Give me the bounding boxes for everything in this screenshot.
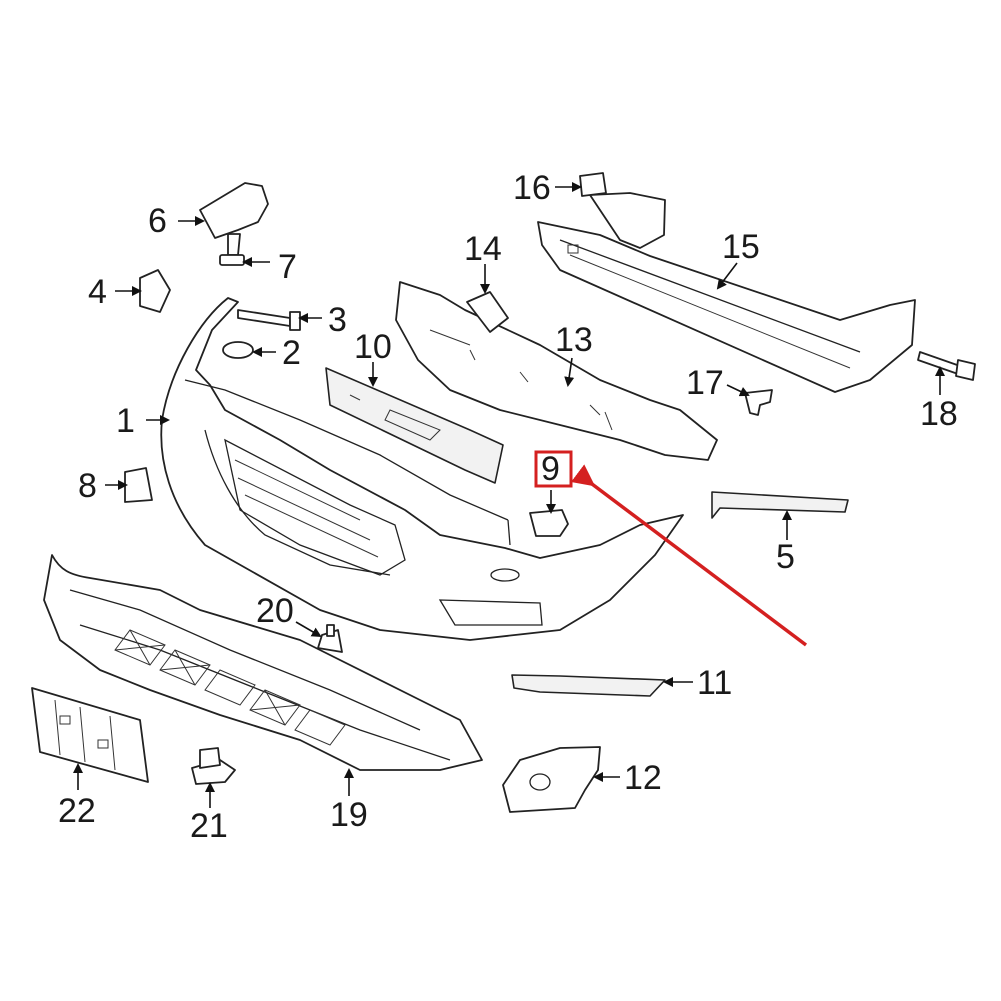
bracket-part-6 <box>199 182 269 239</box>
callout-11: 11 <box>697 664 732 702</box>
callout-9: 9 <box>541 450 560 488</box>
cap-part-16 <box>579 172 607 197</box>
callout-14: 14 <box>464 230 502 268</box>
callout-18: 18 <box>920 395 958 433</box>
molding-part-11 <box>511 674 666 697</box>
clip-part-2 <box>222 341 254 359</box>
callout-2: 2 <box>282 334 301 372</box>
clip-part-17 <box>744 389 773 416</box>
callout-12: 12 <box>624 759 662 797</box>
callout-7: 7 <box>278 248 297 286</box>
callout-21: 21 <box>190 807 228 845</box>
leader-lines <box>73 182 945 808</box>
callout-8: 8 <box>78 467 97 505</box>
callout-3: 3 <box>328 301 347 339</box>
callout-19: 19 <box>330 796 368 834</box>
bolt-part-7 <box>219 233 245 266</box>
callout-labels: 1 2 3 4 5 6 7 8 9 10 11 12 13 14 15 16 1… <box>58 169 958 845</box>
clip-part-8 <box>124 467 153 503</box>
cover-part-9 <box>529 509 569 537</box>
absorber-part-10 <box>325 367 504 484</box>
splash-shield-part-19 <box>43 554 483 771</box>
clip-part-4 <box>139 269 171 313</box>
callout-5: 5 <box>776 538 795 576</box>
highlight-arrow <box>571 464 808 647</box>
clip-part-20 <box>317 624 343 653</box>
callout-6: 6 <box>148 202 167 240</box>
callout-17: 17 <box>686 364 724 402</box>
sensor-part-14 <box>466 291 509 333</box>
callout-1: 1 <box>116 402 135 440</box>
reinforcement-part-15 <box>537 192 916 393</box>
bumper-cover-part-1 <box>160 297 684 641</box>
highlight-box-part-9 <box>534 450 573 488</box>
callout-16: 16 <box>513 169 551 207</box>
callout-22: 22 <box>58 792 96 830</box>
upper-carrier-part-13 <box>395 281 718 461</box>
callout-10: 10 <box>354 328 392 366</box>
side-guide-part-5 <box>711 491 849 519</box>
callout-15: 15 <box>722 228 760 266</box>
nut-part-21 <box>191 747 236 785</box>
callout-20: 20 <box>256 592 294 630</box>
bolt-part-18 <box>917 351 976 381</box>
callout-4: 4 <box>88 273 107 311</box>
license-bracket-part-22 <box>31 687 149 783</box>
bolt-part-3 <box>237 309 301 331</box>
bracket-part-12 <box>502 746 601 813</box>
callout-13: 13 <box>555 321 593 359</box>
